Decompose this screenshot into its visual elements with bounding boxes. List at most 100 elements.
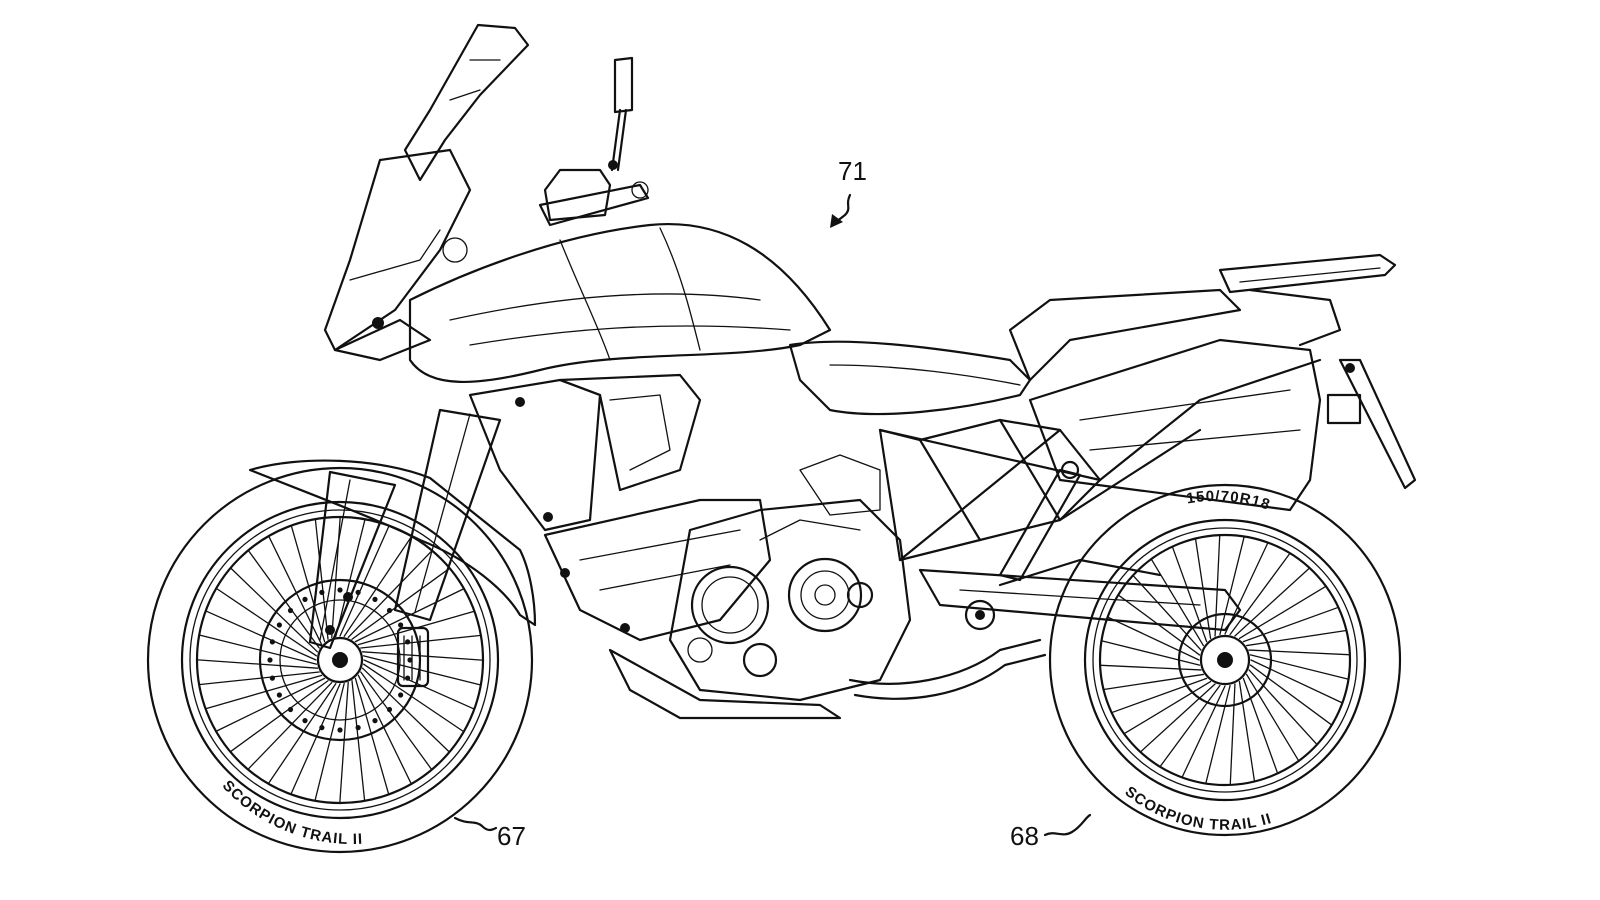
skid-plate xyxy=(608,648,842,720)
engine-cover-left xyxy=(690,565,770,645)
spoke xyxy=(1248,669,1317,745)
spoke xyxy=(1133,575,1202,651)
spoke xyxy=(1107,616,1200,661)
spoke xyxy=(363,659,475,710)
spoke xyxy=(1214,535,1221,637)
disc-hole xyxy=(372,718,378,724)
disc-hole xyxy=(287,607,294,614)
spoke xyxy=(205,674,323,710)
reference-numeral-68: 68 xyxy=(1010,821,1039,851)
handlebar xyxy=(538,168,650,227)
disc-hole xyxy=(269,675,275,681)
spoke xyxy=(205,610,317,661)
spoke xyxy=(351,680,366,801)
spoke xyxy=(1205,684,1231,784)
rear-tyre-brand-label: SCORPION TRAIL II xyxy=(1122,783,1273,834)
rear-brake-disc xyxy=(1177,612,1273,708)
spoke xyxy=(357,674,412,784)
spoke xyxy=(1172,546,1208,643)
disc-hole xyxy=(372,596,378,602)
spoke xyxy=(354,588,464,643)
spoke xyxy=(351,568,450,640)
spoke xyxy=(314,519,329,640)
spoke xyxy=(1229,683,1236,785)
spoke xyxy=(1124,680,1212,734)
disc-hole xyxy=(287,706,294,713)
spoke xyxy=(1159,684,1221,767)
license-plate-holder xyxy=(1338,358,1417,490)
spoke xyxy=(347,550,433,639)
disc-hole xyxy=(302,596,308,602)
rear-wheel xyxy=(1048,483,1402,837)
spoke xyxy=(1238,680,1256,782)
spoke xyxy=(1242,677,1278,774)
front-brake-disc-holes xyxy=(267,587,413,733)
spoke xyxy=(1181,685,1226,778)
spoke xyxy=(1249,654,1349,680)
spoke xyxy=(248,550,320,649)
rear-tail-section xyxy=(1028,338,1362,512)
engine-cover-right xyxy=(787,557,863,633)
fuel-tank xyxy=(408,223,832,384)
luggage-rack xyxy=(1218,253,1397,347)
front-fender xyxy=(248,459,537,627)
svg-text:SCORPION TRAIL II: SCORPION TRAIL II xyxy=(1122,783,1274,834)
spoke xyxy=(1245,629,1347,647)
mirror xyxy=(608,56,634,172)
front-hub xyxy=(316,636,364,684)
disc-hole xyxy=(407,657,413,663)
swingarm xyxy=(918,558,1242,632)
reference-leader-68 xyxy=(1043,813,1092,837)
spoke xyxy=(1245,673,1299,761)
spoke xyxy=(339,681,349,803)
front-wheel xyxy=(146,466,534,854)
rear-sprocket-hub xyxy=(1199,634,1251,686)
exhaust-pipe xyxy=(848,638,1047,700)
spoke xyxy=(290,525,326,643)
disc-hole xyxy=(355,725,361,731)
front-tyre-brand-label: SCORPION TRAIL II xyxy=(219,777,363,848)
disc-hole xyxy=(337,727,343,733)
reference-numeral-71: 71 xyxy=(838,156,867,186)
spoke xyxy=(268,682,337,784)
spoke xyxy=(1249,664,1332,726)
reference-arrow-71 xyxy=(834,193,852,224)
disc-hole xyxy=(405,639,411,645)
spoke xyxy=(339,525,390,637)
spoke xyxy=(362,655,481,686)
spoke xyxy=(314,682,345,801)
fairing-front xyxy=(323,148,472,362)
spoke xyxy=(197,659,319,669)
front-brake-caliper xyxy=(396,626,430,688)
svg-text:150/70R18: 150/70R18 xyxy=(1185,488,1272,514)
disc-hole xyxy=(398,692,404,698)
spoke xyxy=(290,683,341,795)
seat xyxy=(788,288,1242,416)
spoke xyxy=(1248,649,1350,656)
spoke xyxy=(1140,683,1216,752)
spoke xyxy=(343,536,412,638)
disc-hole xyxy=(276,692,282,698)
reference-leader-67 xyxy=(453,816,498,832)
disc-hole xyxy=(319,725,325,731)
spoke xyxy=(335,519,366,638)
svg-text:SCORPION TRAIL II: SCORPION TRAIL II xyxy=(219,777,364,848)
spoke xyxy=(361,651,483,661)
spoke xyxy=(1229,553,1291,636)
rear-tyre-size-label: 150/70R18 xyxy=(1185,488,1271,514)
spoke xyxy=(1242,607,1339,643)
spoke xyxy=(1100,664,1202,671)
spoke xyxy=(1238,586,1326,640)
spoke xyxy=(216,677,326,732)
spoke xyxy=(247,681,333,770)
spoke xyxy=(199,671,320,686)
disc-hole xyxy=(405,675,411,681)
disc-hole xyxy=(386,607,393,614)
spoke xyxy=(360,671,432,770)
reference-numeral-67: 67 xyxy=(497,821,526,851)
disc-hole xyxy=(355,589,361,595)
disc-hole xyxy=(267,657,273,663)
spoke xyxy=(1111,677,1208,713)
disc-hole xyxy=(302,718,308,724)
